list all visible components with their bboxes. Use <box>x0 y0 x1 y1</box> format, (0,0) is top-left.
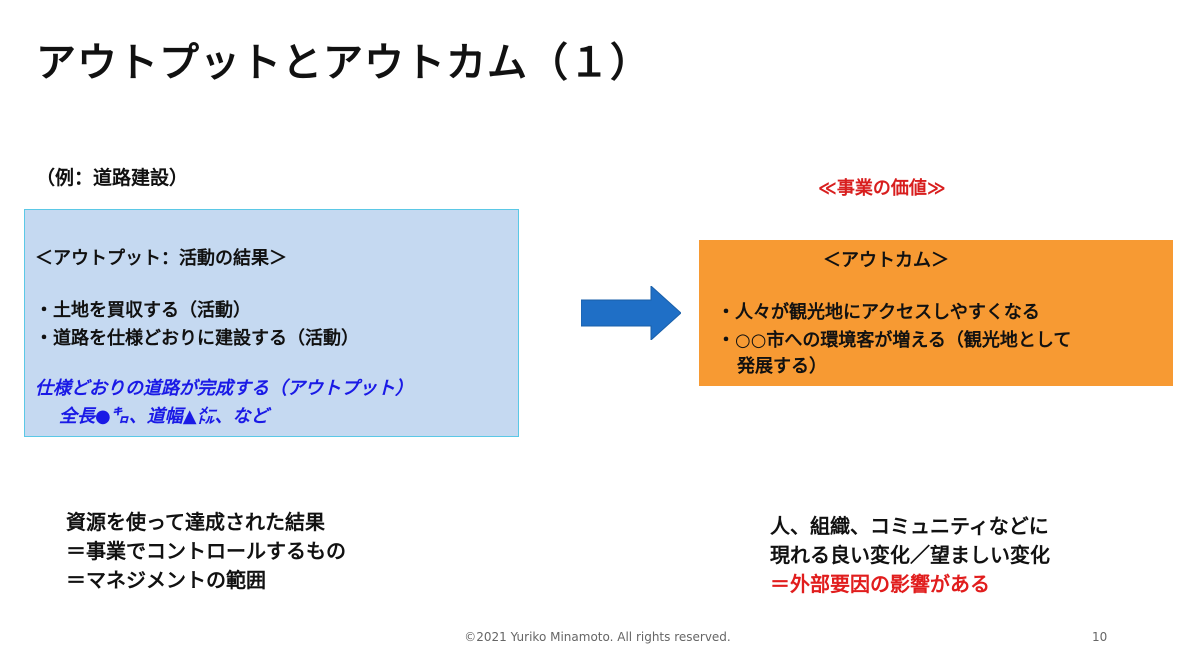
right-note-line: 人、組織、コミュニティなどに <box>770 514 1049 538</box>
outcome-summary-note: 人、組織、コミュニティなどに 現れる良い変化／望ましい変化 ＝外部要因の影響があ… <box>770 512 1050 599</box>
output-highlight-specs: 全長●㌔、道幅▲㍍、など <box>59 406 269 427</box>
output-bullet-construction: ・道路を仕様どおりに建設する（活動） <box>35 328 359 349</box>
output-box: ＜アウトプット：活動の結果＞ ・土地を買収する（活動） ・道路を仕様どおりに建設… <box>24 209 519 437</box>
output-bullet-land: ・土地を買収する（活動） <box>35 300 251 321</box>
right-note-line: 現れる良い変化／望ましい変化 <box>770 543 1050 567</box>
outcome-box: ＜アウトカム＞ ・人々が観光地にアクセスしやすくなる ・○○市への環境客が増える… <box>699 240 1173 386</box>
output-heading: ＜アウトプット：活動の結果＞ <box>35 248 287 269</box>
outcome-bullet-visitors: ・○○市への環境客が増える（観光地として <box>717 330 1072 351</box>
left-note-line: ＝事業でコントロールするもの <box>66 539 346 563</box>
copyright-footer: ©2021 Yuriko Minamoto. All rights reserv… <box>464 630 731 644</box>
slide-title: アウトプットとアウトカム（１） <box>36 40 651 86</box>
business-value-label: ≪事業の価値≫ <box>818 178 946 199</box>
page-number: 10 <box>1092 630 1108 644</box>
left-note-line: ＝マネジメントの範囲 <box>66 568 266 592</box>
right-arrow-icon <box>581 286 681 340</box>
outcome-bullet-access: ・人々が観光地にアクセスしやすくなる <box>717 302 1040 323</box>
left-note-line: 資源を使って達成された結果 <box>66 510 325 534</box>
output-highlight-road: 仕様どおりの道路が完成する（アウトプット） <box>35 378 413 399</box>
output-summary-note: 資源を使って達成された結果 ＝事業でコントロールするもの ＝マネジメントの範囲 <box>66 508 346 595</box>
example-label: （例：道路建設） <box>36 167 189 189</box>
outcome-heading: ＜アウトカム＞ <box>823 250 949 271</box>
right-note-line-external: ＝外部要因の影響がある <box>770 572 990 596</box>
outcome-bullet-visitors-cont: 発展する） <box>737 356 827 377</box>
